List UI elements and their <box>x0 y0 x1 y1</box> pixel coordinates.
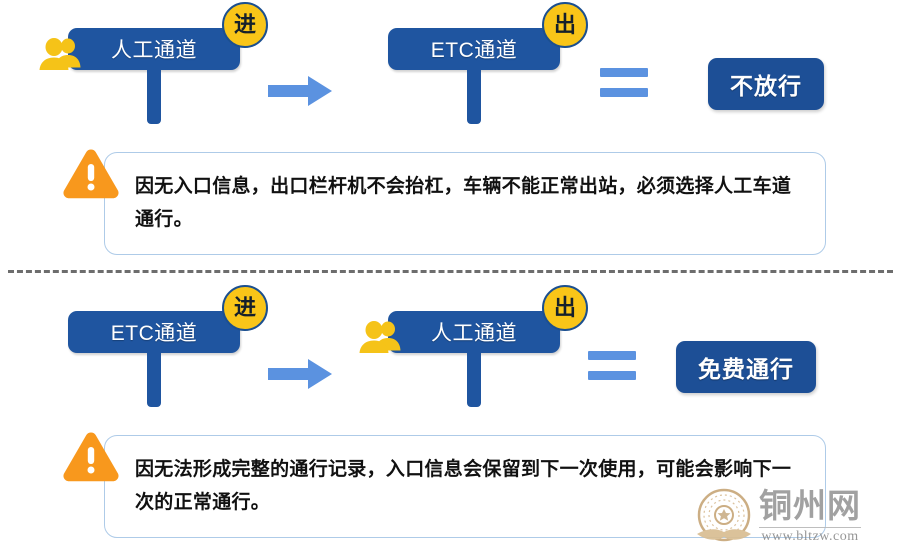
sign-board: ETC通道 进 <box>68 285 268 353</box>
seal-logo-icon <box>697 488 751 542</box>
equals-bar-top <box>588 351 636 360</box>
direction-badge-label: 出 <box>553 295 576 320</box>
sign-board: 人工通道 进 <box>68 2 268 70</box>
result-badge-2: 免费通行 <box>676 341 816 393</box>
watermark-url: www.bltzw.com <box>759 527 861 545</box>
flow-diagram-1: 人工通道 进 ETC通道 出 <box>0 0 901 140</box>
direction-badge-exit: 出 <box>542 285 588 331</box>
direction-badge-exit: 出 <box>542 2 588 48</box>
warning-triangle-icon <box>63 432 119 482</box>
sign-board: 人工通道 出 <box>388 285 588 353</box>
equals-bar-top <box>600 68 648 77</box>
watermark: 铜州网 www.bltzw.com <box>693 485 893 551</box>
entry-sign-1: 人工通道 进 <box>39 2 268 124</box>
section-divider <box>8 270 893 273</box>
note-box-1: 因无入口信息，出口栏杆机不会抬杠，车辆不能正常出站，必须选择人工车道通行。 <box>104 152 826 256</box>
direction-badge-entry: 进 <box>222 285 268 331</box>
sign-post <box>147 351 161 407</box>
watermark-name: 铜州网 <box>759 489 861 525</box>
note-box-2: 因无法形成完整的通行记录，入口信息会保留到下一次使用，可能会影响下一次的正常通行… <box>104 435 826 539</box>
exit-sign-2: 人工通道 出 <box>359 285 588 407</box>
direction-badge-label: 进 <box>233 12 256 37</box>
note-text: 因无入口信息，出口栏杆机不会抬杠，车辆不能正常出站，必须选择人工车道通行。 <box>135 176 792 230</box>
sign-label: 人工通道 <box>111 39 197 62</box>
note-text: 因无法形成完整的通行记录，入口信息会保留到下一次使用，可能会影响下一次的正常通行… <box>135 459 792 513</box>
warning-triangle-icon <box>63 149 119 199</box>
scenario-block-2: ETC通道 进 人工通道 <box>0 283 901 555</box>
sign-post <box>467 351 481 407</box>
result-label: 免费通行 <box>698 356 794 382</box>
entry-sign-2: ETC通道 进 <box>68 285 268 407</box>
direction-badge-entry: 进 <box>222 2 268 48</box>
sign-label: 人工通道 <box>431 322 517 345</box>
equals-sign-icon <box>588 351 636 380</box>
person-icon <box>359 321 401 353</box>
person-icon <box>39 38 81 70</box>
sign-post <box>147 68 161 124</box>
result-badge-1: 不放行 <box>708 58 824 110</box>
direction-badge-label: 出 <box>553 12 576 37</box>
exit-sign-1: ETC通道 出 <box>388 2 588 124</box>
equals-bar-bottom <box>600 88 648 97</box>
arrow-right-icon <box>268 359 332 389</box>
scenario-block-1: 人工通道 进 ETC通道 出 <box>0 0 901 256</box>
flow-diagram-2: ETC通道 进 人工通道 <box>0 283 901 423</box>
arrow-right-icon <box>268 76 332 106</box>
sign-label: ETC通道 <box>430 39 518 62</box>
direction-badge-label: 进 <box>233 295 256 320</box>
sign-post <box>467 68 481 124</box>
sign-board: ETC通道 出 <box>388 2 588 70</box>
equals-bar-bottom <box>588 371 636 380</box>
result-label: 不放行 <box>730 73 802 99</box>
watermark-text: 铜州网 www.bltzw.com <box>759 491 861 545</box>
equals-sign-icon <box>600 68 648 97</box>
sign-label: ETC通道 <box>110 322 198 345</box>
